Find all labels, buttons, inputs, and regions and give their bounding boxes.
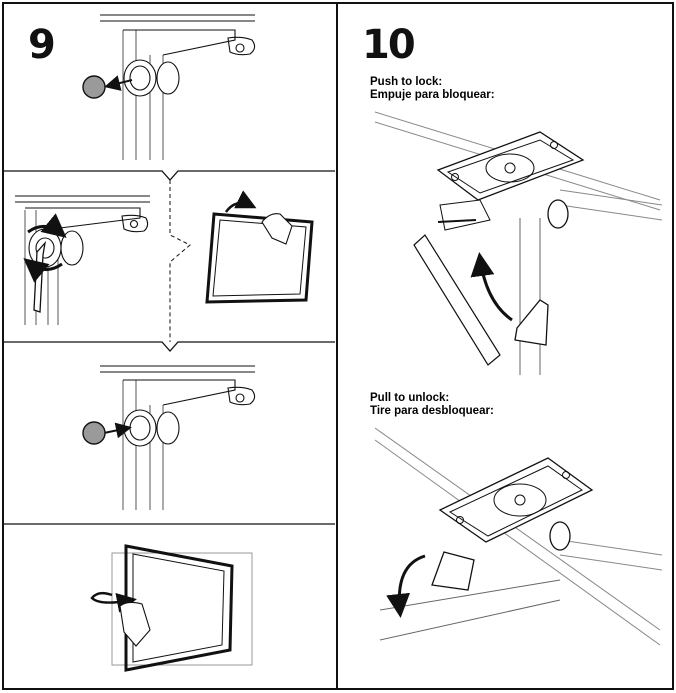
step9c-illustration (100, 365, 256, 510)
step-9-number: 9 (28, 22, 56, 68)
step9b-illustration (15, 195, 150, 325)
sub-divider-1 (4, 170, 335, 181)
step-10-number: 10 (362, 22, 416, 68)
lock-caption-en: Push to lock: (370, 76, 443, 88)
dashed-connector (169, 180, 191, 342)
lock-caption-es: Empuje para bloquear: (370, 89, 495, 101)
lock-caption: Push to lock: Empuje para bloquear: (370, 76, 495, 102)
step9a-illustration (100, 14, 256, 160)
cap-icon (82, 75, 106, 99)
sub-divider-2 (4, 341, 335, 352)
unlock-caption-es: Tire para desbloquear: (370, 405, 494, 417)
step10b-illustration (374, 427, 663, 646)
cap-icon (82, 421, 106, 445)
monitor-swivel-illustration (90, 544, 253, 672)
monitor-tilt-illustration (205, 190, 314, 304)
unlock-caption-en: Pull to unlock: (370, 392, 450, 404)
unlock-caption: Pull to unlock: Tire para desbloquear: (370, 392, 494, 418)
step10a-illustration (374, 111, 663, 375)
